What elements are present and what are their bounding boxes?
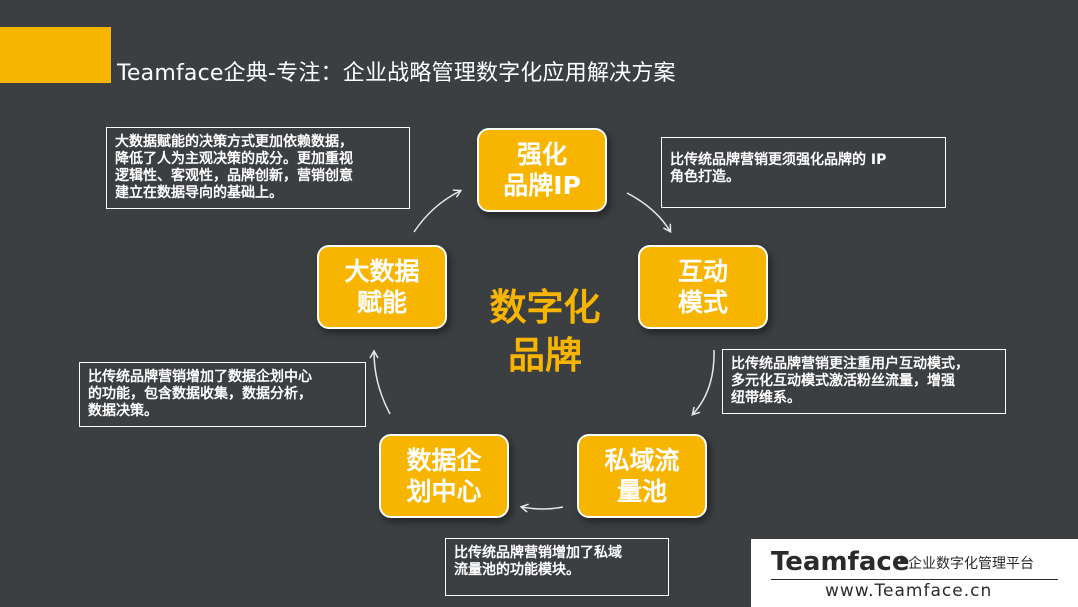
note-line: 纽带维系。 xyxy=(731,390,801,406)
node-big-data-empowerment-line1: 大数据 xyxy=(344,257,420,286)
node-interaction-mode: 互动 模式 xyxy=(638,245,768,329)
teamface-logo: Teamface • 企业数字化管理平台 www.Teamface.cn xyxy=(751,539,1078,607)
node-private-traffic-pool-line1: 私域流 xyxy=(604,446,680,475)
node-strengthen-brand-ip-line2: 品牌IP xyxy=(503,171,581,200)
note-line: 流量池的功能模块。 xyxy=(454,562,580,578)
note-traffic-pool: 比传统品牌营销增加了私域 流量池的功能模块。 xyxy=(445,538,669,596)
center-label-line2: 品牌 xyxy=(508,334,582,377)
arrow-bottom-right-to-bottom-left xyxy=(519,503,564,513)
arrow-top-to-right xyxy=(626,192,672,234)
node-big-data-empowerment-line2: 赋能 xyxy=(356,288,407,317)
note-line: 逻辑性、客观性，品牌创新，营销创意 xyxy=(115,168,353,184)
arrow-left-to-top xyxy=(413,189,463,233)
logo-url: www.Teamface.cn xyxy=(825,581,993,601)
note-line: 比传统品牌营销增加了数据企划中心 xyxy=(88,369,312,385)
note-line: 比传统品牌营销更须强化品牌的 IP xyxy=(670,152,887,168)
arrow-bottom-left-to-left xyxy=(369,349,391,415)
node-interaction-mode-line2: 模式 xyxy=(677,288,728,317)
slide-title: Teamface企典-专注：企业战略管理数字化应用解决方案 xyxy=(117,61,676,86)
logo-divider xyxy=(771,579,1058,580)
note-line: 多元化互动模式激活粉丝流量，增强 xyxy=(731,373,955,389)
note-brand-ip: 比传统品牌营销更须强化品牌的 IP 角色打造。 xyxy=(661,137,946,208)
node-strengthen-brand-ip: 强化 品牌IP xyxy=(477,128,607,212)
logo-separator-dot: • xyxy=(898,553,907,569)
note-interaction: 比传统品牌营销更注重用户互动模式， 多元化互动模式激活粉丝流量，增强 纽带维系。 xyxy=(722,349,1006,414)
note-line: 大数据赋能的决策方式更加依赖数据， xyxy=(115,134,353,150)
note-big-data: 大数据赋能的决策方式更加依赖数据， 降低了人为主观决策的成分。更加重视 逻辑性、… xyxy=(106,127,410,209)
note-data-planning: 比传统品牌营销增加了数据企划中心 的功能，包含数据收集，数据分析， 数据决策。 xyxy=(79,362,366,427)
note-line: 降低了人为主观决策的成分。更加重视 xyxy=(115,151,353,167)
node-data-planning-center: 数据企 划中心 xyxy=(379,434,509,518)
note-line: 数据决策。 xyxy=(88,403,158,419)
arrow-right-to-bottom-right xyxy=(691,349,715,416)
logo-brand-name: Teamface xyxy=(771,547,910,577)
note-line: 的功能，包含数据收集，数据分析， xyxy=(88,386,312,402)
node-private-traffic-pool: 私域流 量池 xyxy=(577,434,707,518)
title-accent-block xyxy=(0,27,111,83)
node-private-traffic-pool-line2: 量池 xyxy=(616,477,667,506)
logo-slogan: 企业数字化管理平台 xyxy=(908,556,1034,572)
node-big-data-empowerment: 大数据 赋能 xyxy=(317,245,447,329)
center-label: 数字化 品牌 xyxy=(475,284,615,380)
node-data-planning-center-line1: 数据企 xyxy=(406,446,482,475)
node-data-planning-center-line2: 划中心 xyxy=(406,477,482,506)
note-line: 比传统品牌营销增加了私域 xyxy=(454,545,622,561)
note-line: 建立在数据导向的基础上。 xyxy=(115,185,283,201)
note-line: 角色打造。 xyxy=(670,169,740,185)
center-label-line1: 数字化 xyxy=(489,286,601,329)
note-line: 比传统品牌营销更注重用户互动模式， xyxy=(731,356,969,372)
node-interaction-mode-line1: 互动 xyxy=(677,257,728,286)
node-strengthen-brand-ip-line1: 强化 xyxy=(516,140,567,169)
